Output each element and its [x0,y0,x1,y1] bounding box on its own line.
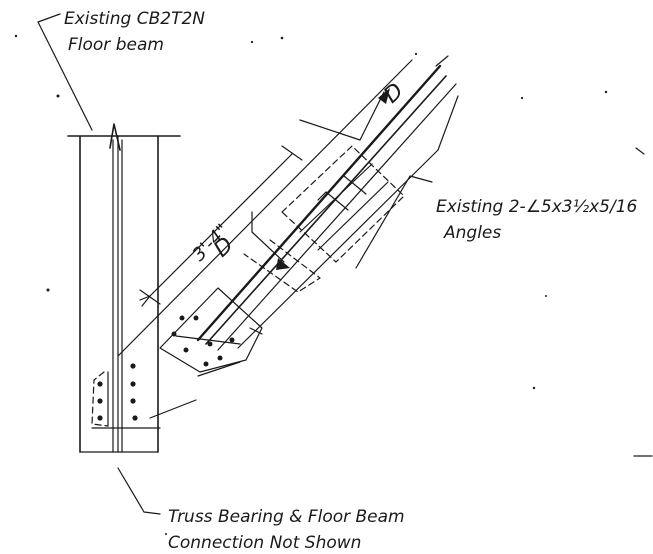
bolt [203,361,209,367]
gusset-plate [159,287,263,377]
splice-plates [243,145,405,293]
bolt [193,315,199,321]
floor-beam-label-line1: Existing CB2T2N [64,9,205,29]
bolt [217,355,223,361]
bolt [179,315,185,321]
bolt [130,363,136,369]
section-label-top: D [379,79,408,109]
bolt [183,347,189,353]
floor-beam-label-line2: Floor beam [68,35,164,55]
angles-label-line2: Angles [443,223,501,243]
dimension-line [139,145,303,307]
bolt [130,398,136,404]
bolt [207,341,213,347]
bolt [97,415,103,421]
bolt [171,331,177,337]
floor-beam [67,123,181,453]
section-cut-bottom [251,211,290,270]
diagonal-member [117,55,459,357]
leader-lines [37,13,433,515]
bolt [97,381,103,387]
bolt [229,337,235,343]
beam-connection-plate [91,363,138,427]
section-cut-top [299,88,390,141]
scan-specks [14,34,653,535]
bolt [97,398,103,404]
bolt [130,381,136,387]
bearing-label-line2: Connection Not Shown [168,533,361,553]
bearing-label-line1: Truss Bearing & Floor Beam [168,507,405,527]
angles-label-line1: Existing 2-∠5x3½x5/16 [436,197,638,217]
bolt [132,415,138,421]
